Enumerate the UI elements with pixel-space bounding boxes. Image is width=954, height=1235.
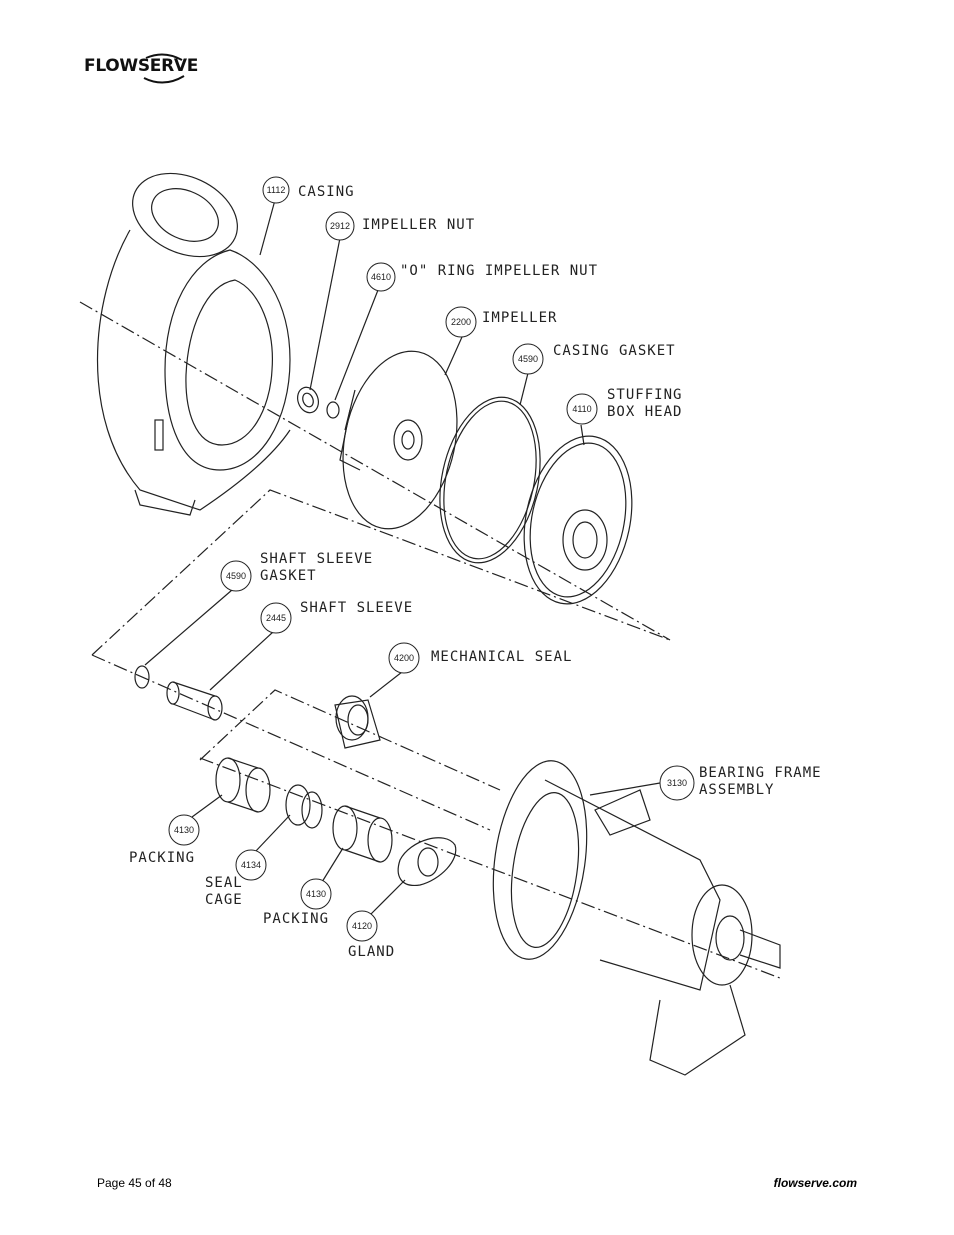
- bubble-casing-gasket: [512, 343, 544, 375]
- casing-part: [96, 172, 291, 516]
- label-stuffing-box-2: BOX HEAD: [607, 404, 682, 420]
- num-stuffing-box: 4110: [572, 404, 591, 414]
- label-shaft-sleeve: SHAFT SLEEVE: [300, 600, 413, 616]
- stuffing-box-head-part: [523, 435, 633, 605]
- label-bearing-frame-1: BEARING FRAME: [699, 765, 822, 781]
- bearing-frame-part: [492, 760, 781, 1076]
- bubble-bearing-frame: [659, 765, 695, 801]
- label-o-ring: "O" RING IMPELLER NUT: [400, 263, 598, 279]
- label-bearing-frame-2: ASSEMBLY: [699, 782, 774, 798]
- bubble-gland: [346, 910, 378, 942]
- impeller-nut-part: [297, 386, 319, 414]
- packing-part-2: [332, 805, 393, 863]
- label-seal-cage-1: SEAL: [205, 875, 243, 891]
- leader-sleeve-gasket: [144, 589, 233, 666]
- casing-gasket-part: [439, 396, 541, 564]
- label-gland: GLAND: [348, 944, 395, 960]
- shaft-sleeve-gasket-part: [134, 665, 150, 689]
- bubble-o-ring: [366, 262, 396, 292]
- logo-text: FLOWSERVE: [84, 56, 199, 76]
- lower-centerline: [199, 757, 781, 979]
- label-impeller: IMPELLER: [482, 310, 557, 326]
- num-impeller: 2200: [451, 317, 471, 327]
- footer-site: flowserve.com: [773, 1176, 857, 1190]
- shaft-sleeve-part: [166, 681, 223, 721]
- bubble-impeller-nut: [325, 211, 355, 241]
- label-packing-1: PACKING: [129, 850, 195, 866]
- logo-swoosh-icon: [143, 53, 185, 84]
- leader-shaft-sleeve: [209, 631, 274, 691]
- num-mech-seal: 4200: [394, 653, 414, 663]
- lower-envelope-line-b: [199, 689, 501, 791]
- bubble-stuffing-box: [566, 393, 598, 425]
- gland-part: [397, 837, 457, 887]
- leader-seal-cage: [254, 814, 291, 853]
- label-packing-2: PACKING: [263, 911, 329, 927]
- leader-packing-2: [321, 847, 344, 883]
- o-ring-part: [326, 401, 340, 419]
- bubble-packing-1: [168, 814, 200, 846]
- num-packing-1: 4130: [174, 825, 194, 835]
- upper-envelope-line: [91, 489, 671, 656]
- leader-casing-gasket: [519, 372, 529, 406]
- bubble-seal-cage: [235, 849, 267, 881]
- bubble-casing: [262, 176, 290, 204]
- leader-bearing-frame: [589, 782, 661, 796]
- label-stuffing-box-1: STUFFING: [607, 387, 682, 403]
- num-sleeve-gasket: 4590: [226, 571, 246, 581]
- leader-gland: [369, 879, 406, 916]
- num-shaft-sleeve: 2445: [266, 613, 286, 623]
- num-gland: 4120: [352, 921, 372, 931]
- bubble-sleeve-gasket: [220, 560, 252, 592]
- leader-packing-1: [191, 794, 223, 818]
- lower-envelope-line-a: [91, 654, 491, 831]
- num-bearing-frame: 3130: [667, 778, 687, 788]
- num-o-ring: 4610: [371, 272, 391, 282]
- num-casing: 1112: [267, 185, 286, 195]
- bubble-packing-2: [300, 878, 332, 910]
- num-seal-cage: 4134: [241, 860, 261, 870]
- num-impeller-nut: 2912: [330, 221, 350, 231]
- label-casing-gasket: CASING GASKET: [553, 343, 676, 359]
- leader-impeller-nut: [309, 237, 341, 391]
- bubble-impeller: [445, 306, 477, 338]
- label-sleeve-gasket-1: SHAFT SLEEVE: [260, 551, 373, 567]
- bubble-shaft-sleeve: [260, 602, 292, 634]
- leader-casing: [259, 199, 276, 256]
- label-sleeve-gasket-2: GASKET: [260, 568, 317, 584]
- bubble-mech-seal: [388, 642, 420, 674]
- num-packing-2: 4130: [306, 889, 326, 899]
- page-number: Page 45 of 48: [97, 1176, 172, 1190]
- label-casing: CASING: [298, 184, 355, 200]
- leader-o-ring: [334, 289, 379, 401]
- leader-impeller: [444, 336, 463, 376]
- label-seal-cage-2: CAGE: [205, 892, 243, 908]
- leader-stuffing-box: [580, 424, 585, 446]
- leader-mech-seal: [369, 671, 403, 698]
- impeller-part: [339, 350, 458, 530]
- packing-part-1: [215, 757, 271, 813]
- upper-centerline: [79, 301, 671, 641]
- num-casing-gasket: 4590: [518, 354, 538, 364]
- seal-cage-part: [285, 784, 323, 829]
- flowserve-logo: FLOWSERVE: [84, 52, 204, 88]
- mechanical-seal-part: [334, 695, 381, 749]
- label-impeller-nut: IMPELLER NUT: [362, 217, 475, 233]
- label-mech-seal: MECHANICAL SEAL: [431, 649, 572, 665]
